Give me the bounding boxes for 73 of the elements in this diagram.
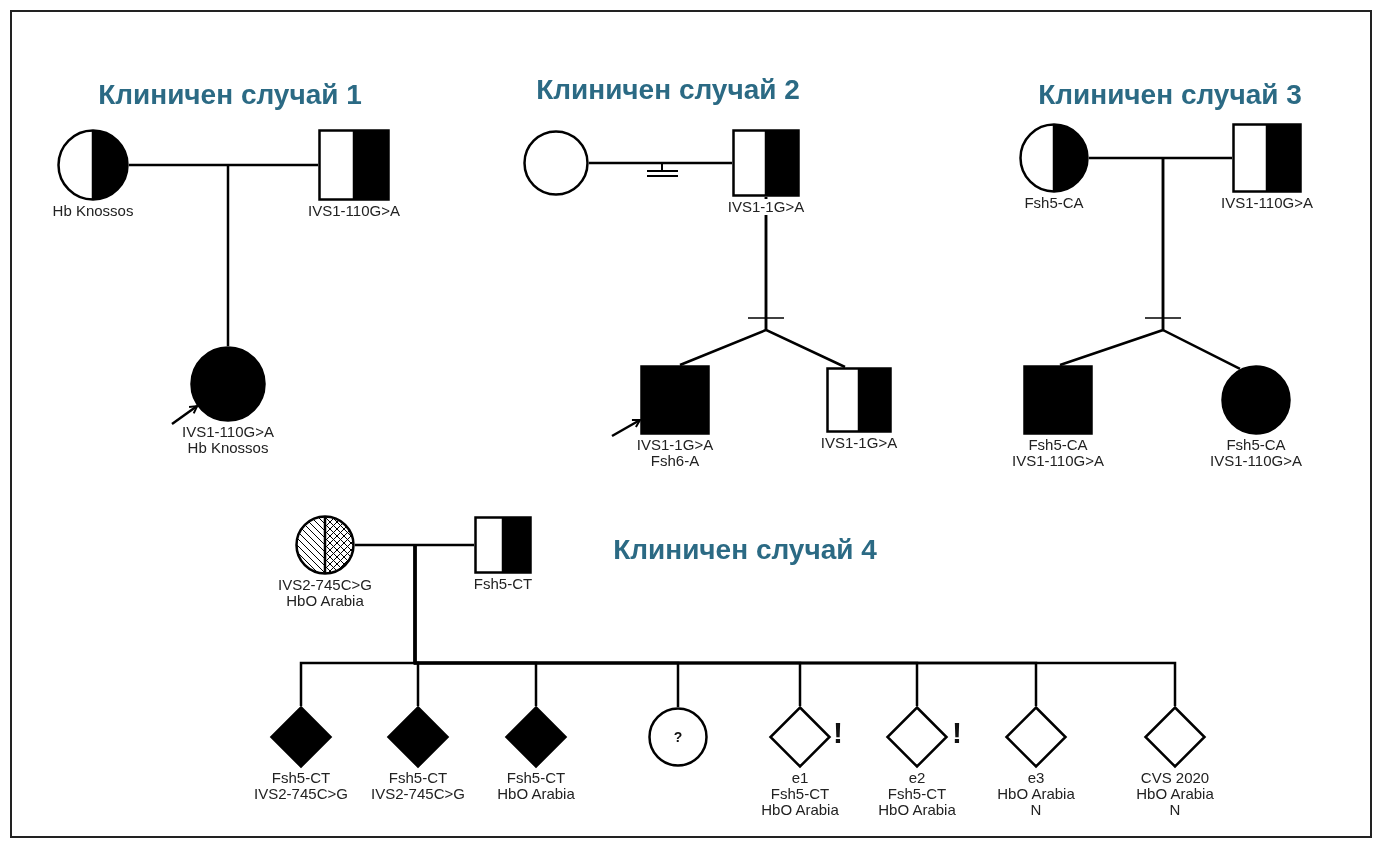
genotype-label: HbO Arabia [878, 802, 956, 818]
genotype-label: Fsh5-CA [1024, 195, 1084, 211]
unknown-sex-symbol [1144, 706, 1206, 768]
question-mark: ? [673, 729, 683, 745]
pedigree-line [129, 163, 318, 167]
genotype-label: IVS2-745C>G [278, 577, 372, 593]
genotype-label: IVS1-110G>A [1012, 453, 1104, 469]
female-symbol [190, 346, 266, 422]
exclamation-mark: ! [952, 716, 962, 750]
male-symbol [474, 516, 532, 574]
genotype-label: HbO Arabia [997, 786, 1075, 802]
proband-arrow [171, 405, 199, 425]
case-title: Клиничен случай 4 [613, 534, 877, 566]
genotype-label: Hb Knossos [52, 203, 134, 219]
genotype-label: N [1169, 802, 1181, 818]
genotype-label: e3 [1027, 770, 1045, 786]
genotype-label: IVS1-110G>A [182, 424, 274, 440]
female-symbol [57, 129, 129, 201]
case-title: Клиничен случай 3 [1038, 79, 1302, 111]
unknown-sex-symbol [769, 706, 831, 768]
male-symbol [640, 365, 710, 435]
genotype-label: HbO Arabia [761, 802, 839, 818]
genotype-label: Fsh5-CT [887, 786, 947, 802]
pedigree-line [589, 161, 732, 165]
unknown-sex-symbol [505, 706, 567, 768]
genotype-label: IVS1-1G>A [727, 199, 805, 215]
genotype-label: CVS 2020 [1140, 770, 1210, 786]
unknown-sex-symbol [387, 706, 449, 768]
female-symbol [648, 707, 708, 767]
genotype-label: HbO Arabia [286, 593, 364, 609]
genotype-label: e1 [791, 770, 809, 786]
male-symbol [732, 129, 800, 197]
pedigree-line [764, 197, 846, 369]
case-title: Клиничен случай 2 [536, 74, 800, 106]
male-symbol [1023, 365, 1093, 435]
genotype-label: IVS1-1G>A [820, 435, 898, 451]
female-symbol [295, 515, 355, 575]
male-symbol [826, 367, 892, 433]
genotype-label: IVS2-745C>G [371, 786, 465, 802]
genotype-label: IVS1-1G>A [636, 437, 714, 453]
genotype-label: Fsh6-A [650, 453, 700, 469]
unknown-sex-symbol [1005, 706, 1067, 768]
genotype-label: IVS2-745C>G [254, 786, 348, 802]
genotype-label: Fsh5-CA [1226, 437, 1286, 453]
genotype-label: IVS1-110G>A [308, 203, 400, 219]
genotype-label: Hb Knossos [187, 440, 269, 456]
genotype-label: Fsh5-CT [388, 770, 448, 786]
pedigree-line [1161, 158, 1241, 370]
case-title: Клиничен случай 1 [98, 79, 362, 111]
genotype-label: e2 [908, 770, 926, 786]
pedigree-line [226, 165, 230, 346]
female-symbol [1221, 365, 1291, 435]
genotype-label: Fsh5-CT [506, 770, 566, 786]
unknown-sex-symbol [270, 706, 332, 768]
female-symbol [523, 130, 589, 196]
female-symbol [1019, 123, 1089, 193]
genotype-label: Fsh5-CA [1028, 437, 1088, 453]
genotype-label: HbO Arabia [1136, 786, 1214, 802]
exclamation-mark: ! [833, 716, 843, 750]
genotype-label: IVS1-110G>A [1210, 453, 1302, 469]
pedigree-line [413, 545, 1177, 706]
genotype-label: Fsh5-CT [770, 786, 830, 802]
male-symbol [1232, 123, 1302, 193]
pedigree-line [1089, 156, 1232, 160]
genotype-label: Fsh5-CT [473, 576, 533, 592]
genotype-label: N [1030, 802, 1042, 818]
proband-arrow [611, 418, 641, 438]
unknown-sex-symbol [886, 706, 948, 768]
genotype-label: Fsh5-CT [271, 770, 331, 786]
genotype-label: HbO Arabia [497, 786, 575, 802]
genotype-label: IVS1-110G>A [1221, 195, 1313, 211]
male-symbol [318, 129, 390, 201]
pedigree-line [355, 543, 474, 547]
